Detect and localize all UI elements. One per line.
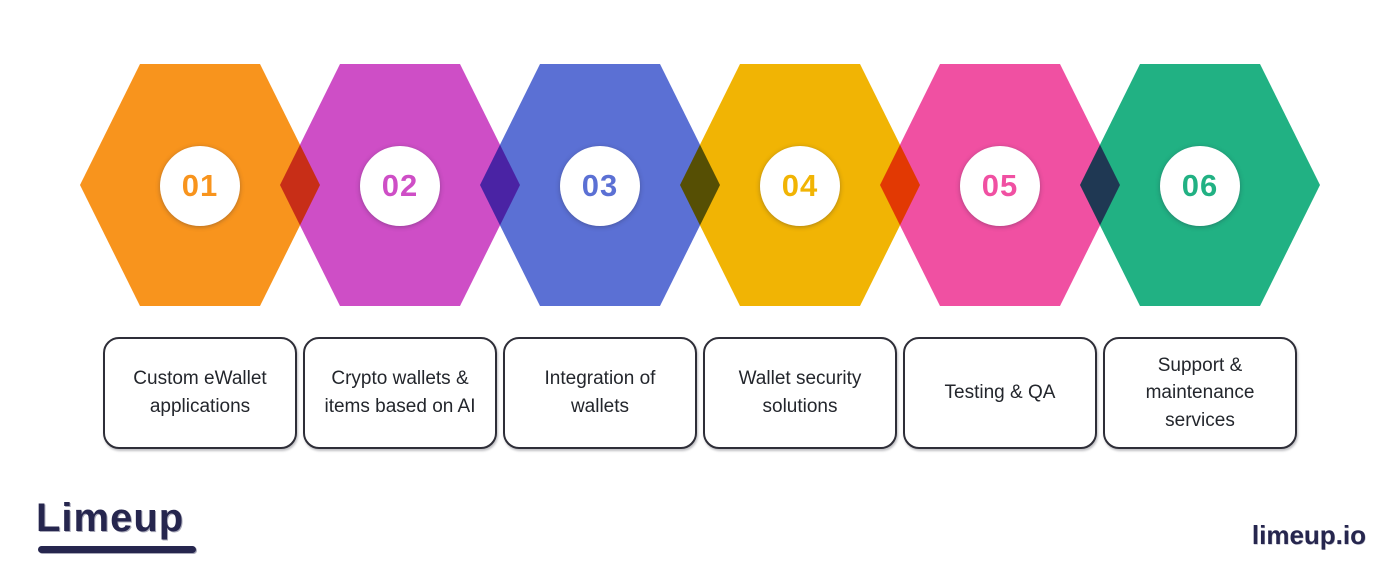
step-card-2: Crypto wallets & items based on AI bbox=[303, 337, 497, 449]
step-number-circle-1: 01 bbox=[160, 146, 240, 226]
step-number-4: 04 bbox=[781, 168, 819, 203]
step-number-circle-4: 04 bbox=[760, 146, 840, 226]
step-number-circle-6: 06 bbox=[1160, 146, 1240, 226]
step-card-label-1: Custom eWallet applications bbox=[133, 368, 267, 417]
website-text: limeup.io bbox=[1251, 520, 1366, 550]
step-card-4: Wallet security solutions bbox=[703, 337, 897, 449]
step-card-label-5: Testing & QA bbox=[944, 382, 1056, 404]
step-number-circle-2: 02 bbox=[360, 146, 440, 226]
step-number-6: 06 bbox=[1181, 168, 1219, 203]
brand-underline bbox=[38, 546, 196, 553]
step-card-label-4: Wallet security solutions bbox=[738, 368, 862, 417]
step-card-5: Testing & QA bbox=[903, 337, 1097, 449]
step-card-3: Integration of wallets bbox=[503, 337, 697, 449]
step-number-1: 01 bbox=[181, 168, 219, 203]
step-card-label-6: Support & maintenance services bbox=[1145, 354, 1255, 431]
step-number-circle-5: 05 bbox=[960, 146, 1040, 226]
step-card-label-2: Crypto wallets & items based on AI bbox=[324, 368, 476, 417]
step-number-3: 03 bbox=[581, 168, 619, 203]
step-card-label-3: Integration of wallets bbox=[544, 368, 656, 417]
brand-logo: Limeup bbox=[36, 496, 185, 540]
step-card-1: Custom eWallet applications bbox=[103, 337, 297, 449]
step-number-5: 05 bbox=[981, 168, 1019, 203]
step-number-2: 02 bbox=[381, 168, 419, 203]
step-card-6: Support & maintenance services bbox=[1103, 337, 1297, 449]
step-number-circle-3: 03 bbox=[560, 146, 640, 226]
